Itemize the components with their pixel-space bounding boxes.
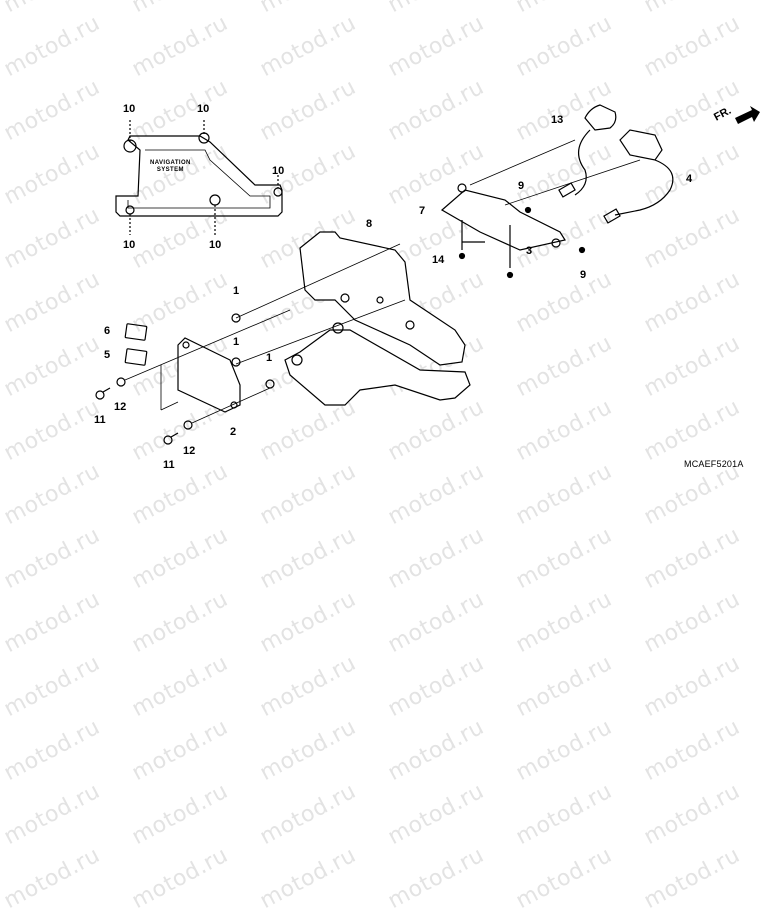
watermark-text: motod.ru: [640, 650, 745, 723]
callout-8: 8: [366, 218, 373, 230]
nav-label-line2: SYSTEM: [156, 167, 184, 173]
watermark-text: motod.ru: [512, 778, 617, 851]
watermark-text: motod.ru: [256, 778, 361, 851]
callout-11: 11: [163, 459, 175, 471]
watermark-text: motod.ru: [0, 714, 105, 787]
watermark-text: motod.ru: [384, 586, 489, 659]
watermark-text: motod.ru: [384, 650, 489, 723]
callout-6: 6: [104, 325, 111, 337]
callout-4: 4: [686, 173, 693, 185]
watermark-text: motod.ru: [0, 586, 105, 659]
watermark-text: motod.ru: [256, 650, 361, 723]
navigation-bracket-outline: [115, 120, 283, 235]
watermark-text: motod.ru: [128, 714, 233, 787]
watermark-text: motod.ru: [640, 714, 745, 787]
callout-7: 7: [419, 205, 426, 217]
callout-13: 13: [551, 114, 564, 126]
watermark-text: motod.ru: [640, 586, 745, 659]
watermark-text: motod.ru: [384, 842, 489, 914]
watermark-text: motod.ru: [640, 842, 745, 914]
callout-10: 10: [123, 239, 136, 251]
callout-12: 12: [114, 401, 127, 413]
watermark-text: motod.ru: [128, 586, 233, 659]
callout-5: 5: [104, 349, 111, 361]
callout-12: 12: [183, 445, 196, 457]
parts-diagram: [95, 104, 760, 445]
callout-9: 9: [518, 180, 525, 192]
watermark-text: motod.ru: [128, 778, 233, 851]
watermark-text: motod.ru: [128, 650, 233, 723]
watermark-text: motod.ru: [512, 586, 617, 659]
nav-system-label: NAVIGATION SYSTEM: [150, 160, 191, 174]
watermark-text: motod.ru: [640, 778, 745, 851]
callout-1: 1: [233, 285, 240, 297]
callout-9: 9: [580, 269, 587, 281]
antenna-assembly: [440, 104, 674, 279]
callout-2: 2: [230, 426, 237, 438]
callout-11: 11: [94, 414, 106, 426]
nav-label-line1: NAVIGATION: [150, 160, 191, 166]
watermark-text: motod.ru: [512, 714, 617, 787]
watermark-text: motod.ru: [384, 714, 489, 787]
callout-10: 10: [209, 239, 222, 251]
watermark-text: motod.ru: [0, 650, 105, 723]
watermark-text: motod.ru: [0, 842, 105, 914]
callout-10: 10: [197, 103, 210, 115]
watermark-text: motod.ru: [256, 714, 361, 787]
watermark-text: motod.ru: [0, 778, 105, 851]
drawing-code: MCAEF5201A: [684, 459, 744, 469]
watermark-text: motod.ru: [512, 842, 617, 914]
watermark-text: motod.ru: [128, 842, 233, 914]
front-arrow-icon: [735, 106, 760, 124]
callout-3: 3: [526, 245, 533, 257]
navigation-unit: [95, 309, 291, 445]
watermark-text: motod.ru: [256, 586, 361, 659]
callout-14: 14: [432, 254, 445, 266]
callout-10: 10: [123, 103, 136, 115]
watermark-text: motod.ru: [512, 650, 617, 723]
callout-10: 10: [272, 165, 285, 177]
watermark-text: motod.ru: [256, 842, 361, 914]
callout-1: 1: [266, 352, 273, 364]
callout-1: 1: [233, 336, 240, 348]
tray-bracket: [235, 231, 471, 406]
watermark-text: motod.ru: [384, 778, 489, 851]
